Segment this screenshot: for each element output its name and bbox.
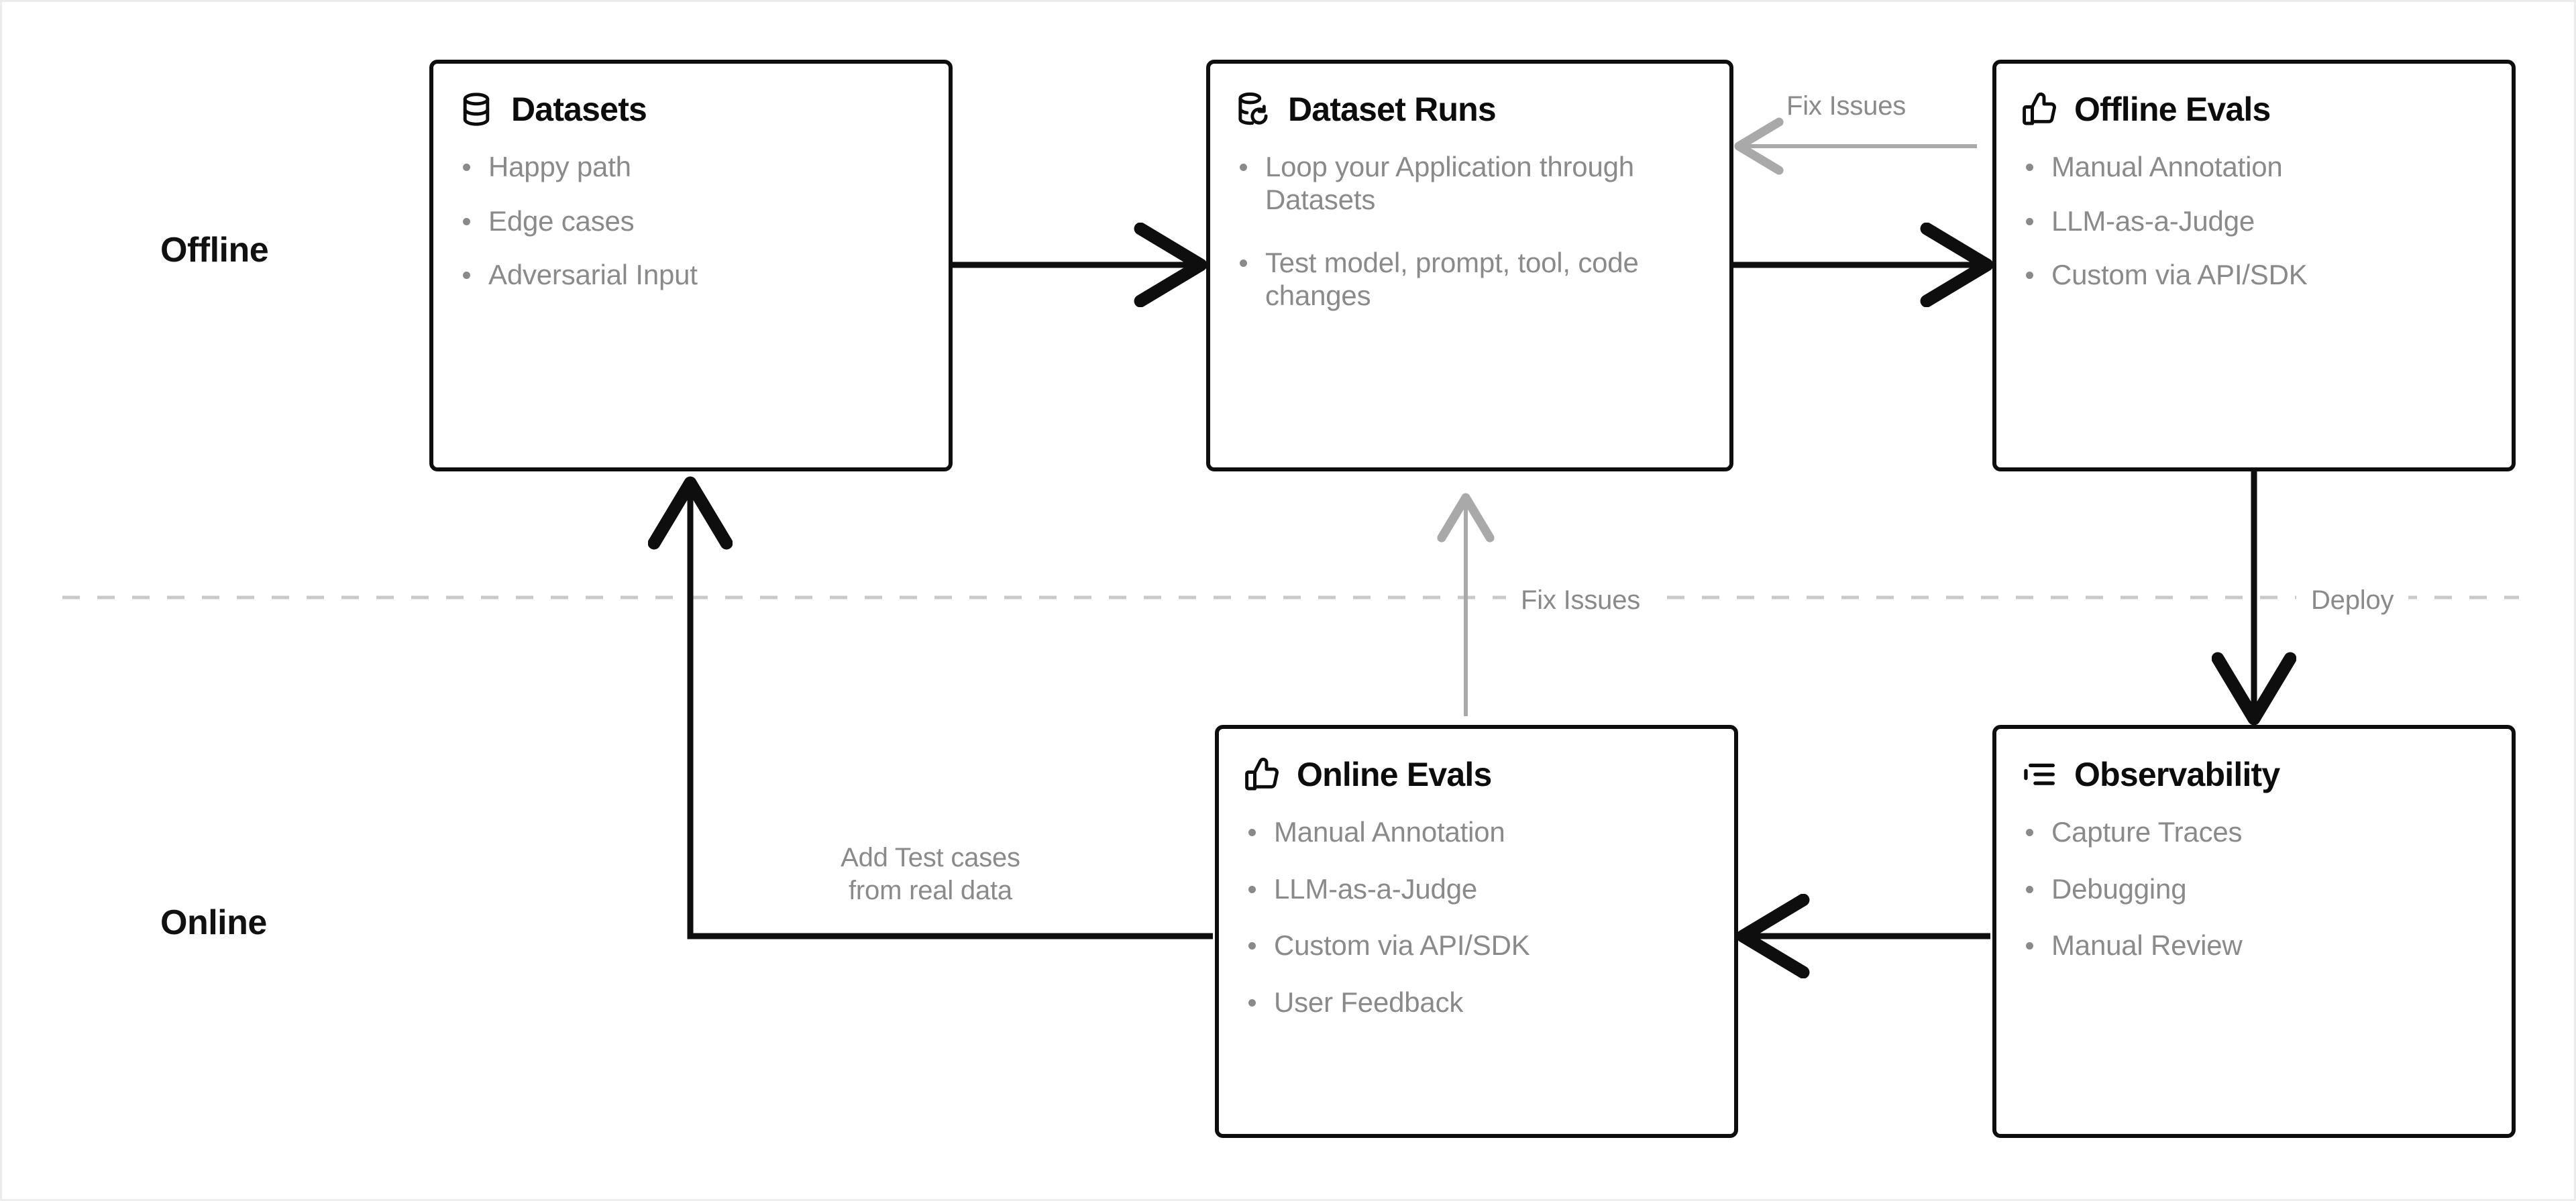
list-item: LLM-as-a-Judge <box>2021 205 2489 238</box>
node-online-evals[interactable]: Online Evals Manual Annotation LLM-as-a-… <box>1215 725 1738 1138</box>
node-datasets[interactable]: Datasets Happy path Edge cases Adversari… <box>429 60 953 471</box>
edge-label-fix-issues-middle: Fix Issues <box>1506 584 1656 617</box>
list-item: Manual Annotation <box>2021 151 2489 184</box>
node-dataset-runs-title: Dataset Runs <box>1288 91 1497 128</box>
node-observability-bullets: Capture Traces Debugging Manual Review <box>2021 816 2489 962</box>
edge-label-fix-issues-top: Fix Issues <box>1786 90 1906 123</box>
list-item: Capture Traces <box>2021 816 2489 849</box>
node-offline-evals-header: Offline Evals <box>2021 91 2489 128</box>
node-offline-evals-title: Offline Evals <box>2074 91 2271 128</box>
node-datasets-header: Datasets <box>458 91 926 128</box>
node-offline-evals[interactable]: Offline Evals Manual Annotation LLM-as-a… <box>1992 60 2516 471</box>
list-item: Loop your Application through Datasets <box>1234 151 1707 216</box>
node-observability-title: Observability <box>2074 756 2280 793</box>
list-item: Debugging <box>2021 873 2489 906</box>
node-dataset-runs-header: Dataset Runs <box>1234 91 1707 128</box>
list-item: LLM-as-a-Judge <box>1243 873 1711 906</box>
list-item: User Feedback <box>1243 986 1711 1019</box>
node-online-evals-title: Online Evals <box>1297 756 1492 793</box>
edge-label-add-test-cases-line1: Add Test cases <box>841 843 1020 872</box>
node-observability-header: Observability <box>2021 756 2489 793</box>
list-item: Test model, prompt, tool, code changes <box>1234 247 1707 312</box>
list-item: Edge cases <box>458 205 926 238</box>
node-datasets-title: Datasets <box>511 91 647 128</box>
node-offline-evals-bullets: Manual Annotation LLM-as-a-Judge Custom … <box>2021 151 2489 292</box>
list-item: Custom via API/SDK <box>1243 929 1711 962</box>
edge-label-deploy: Deploy <box>2296 584 2409 617</box>
list-item: Happy path <box>458 151 926 184</box>
list-item: Custom via API/SDK <box>2021 259 2489 292</box>
node-dataset-runs-bullets: Loop your Application through Datasets T… <box>1234 151 1707 312</box>
list-item: Adversarial Input <box>458 259 926 292</box>
node-online-evals-bullets: Manual Annotation LLM-as-a-Judge Custom … <box>1243 816 1711 1019</box>
node-dataset-runs[interactable]: Dataset Runs Loop your Application throu… <box>1206 60 1733 471</box>
list-item: Manual Annotation <box>1243 816 1711 849</box>
edge-label-add-test-cases: Add Test cases from real data <box>816 842 1044 907</box>
node-observability[interactable]: Observability Capture Traces Debugging M… <box>1992 725 2516 1138</box>
node-online-evals-header: Online Evals <box>1243 756 1711 793</box>
database-icon <box>463 93 490 126</box>
database-refresh-icon <box>1238 92 1268 125</box>
lane-label-offline: Offline <box>160 231 269 270</box>
list-item: Manual Review <box>2021 929 2489 962</box>
list-tree-icon <box>2024 763 2055 785</box>
edge-label-add-test-cases-line2: from real data <box>849 875 1012 905</box>
thumbs-up-icon <box>2023 92 2056 125</box>
lane-label-online: Online <box>160 903 267 942</box>
thumbs-up-icon <box>1245 757 1279 791</box>
node-datasets-bullets: Happy path Edge cases Adversarial Input <box>458 151 926 292</box>
